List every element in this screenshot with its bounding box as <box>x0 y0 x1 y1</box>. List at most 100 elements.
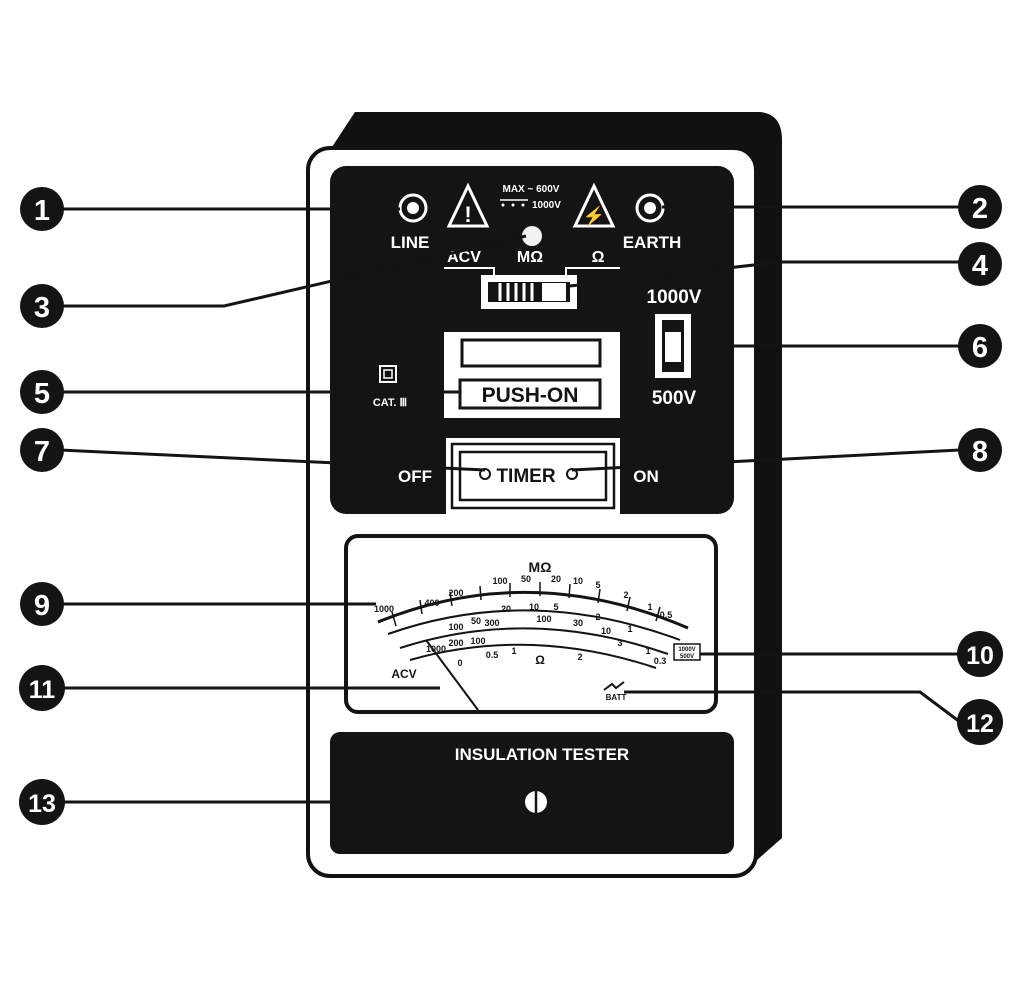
mohm-tick-label: 50 <box>521 574 531 584</box>
acv-tick-label: 1000 <box>426 644 446 654</box>
leader-lines <box>59 205 961 804</box>
battery-check-mark: BATT <box>603 681 627 702</box>
double-insulation-icon <box>379 365 397 383</box>
callout-4: 4 <box>958 242 1002 286</box>
mohm-tick-label: 2 <box>623 590 628 600</box>
svg-text:2: 2 <box>972 193 988 225</box>
mohm2-tick-label: 1 <box>627 624 632 634</box>
acv-tick-label: 0.5 <box>486 650 499 660</box>
mohm2-tick-label: 400 <box>424 598 439 608</box>
svg-text:6: 6 <box>972 332 988 364</box>
mohm2-tick-label: 10 <box>529 602 539 612</box>
callout-13: 13 <box>19 779 65 825</box>
ohm-tick-label: 100 <box>536 614 551 624</box>
callout-1: 1 <box>20 187 64 231</box>
mode-bracket <box>444 267 620 276</box>
mohm2-tick-label: 200 <box>448 588 463 598</box>
svg-text:1: 1 <box>34 195 50 227</box>
leader-line-4 <box>569 260 960 288</box>
svg-text:12: 12 <box>966 710 994 738</box>
callout-6: 6 <box>958 324 1002 368</box>
svg-text:8: 8 <box>972 436 988 468</box>
line-terminal[interactable] <box>398 193 428 223</box>
mohm2-tick-label: 20 <box>501 604 511 614</box>
meter-ticks <box>391 582 661 627</box>
acv-tick-label: 200 <box>448 638 463 648</box>
meter-window <box>344 534 718 714</box>
warning-left-icon: ! <box>446 182 490 228</box>
cat-label: CAT. Ⅲ <box>373 397 407 409</box>
ohm-tick-label: 1 <box>645 646 650 656</box>
ohm-tick-label: 10 <box>601 626 611 636</box>
svg-text:10: 10 <box>966 642 994 670</box>
mohm2-tick-label: 100 <box>448 622 463 632</box>
ohm-tick-label: 3 <box>617 638 622 648</box>
svg-text:3: 3 <box>34 292 50 324</box>
warning-right-icon: ⚡ <box>572 182 616 228</box>
dc-symbol-icon <box>500 199 528 207</box>
callout-8: 8 <box>958 428 1002 472</box>
indicator-led <box>522 226 542 246</box>
svg-text:500V: 500V <box>680 654 694 660</box>
mode-ohm-label: Ω <box>592 249 605 266</box>
mohm2-tick-label: 1000 <box>374 604 394 614</box>
mohm-tick-label: 5 <box>595 580 600 590</box>
mohm-tick-label: 0.5 <box>660 610 673 620</box>
max-dc-label: 1000V <box>532 200 561 211</box>
callout-3: 3 <box>20 284 64 328</box>
acv-tick-label: 0 <box>457 658 462 668</box>
function-slide-switch[interactable] <box>481 275 577 309</box>
range-high-label: 1000V <box>647 287 702 308</box>
meter-scale-labels: 100 50 20 10 5 2 1 0.5 1000 400 200 100 … <box>374 574 672 668</box>
meter-acv-label: ACV <box>391 667 416 681</box>
svg-text:11: 11 <box>29 676 56 704</box>
line-label: LINE <box>391 233 430 252</box>
mohm2-tick-label: 5 <box>553 602 558 612</box>
svg-text:⚡: ⚡ <box>583 205 605 227</box>
callout-9: 9 <box>20 582 64 626</box>
svg-text:13: 13 <box>28 790 56 818</box>
voltage-range-switch[interactable] <box>655 314 691 378</box>
max-ac-label: MAX ~ 600V <box>503 184 560 195</box>
meter-range-tag: 1000V 500V <box>673 643 701 661</box>
callout-5: 5 <box>20 370 64 414</box>
leader-line-12 <box>624 690 961 724</box>
leader-line-8 <box>571 448 961 472</box>
svg-text:9: 9 <box>34 590 50 622</box>
ohm-tick-label: 300 <box>484 618 499 628</box>
leader-line-7 <box>59 448 486 472</box>
timer-off-label: OFF <box>398 467 432 486</box>
mohm2-tick-label: 2 <box>595 612 600 622</box>
ohm-tick-label: 0.3 <box>654 656 667 666</box>
mohm-tick-label: 20 <box>551 574 561 584</box>
callout-7: 7 <box>20 428 64 472</box>
mohm-tick-label: 100 <box>492 576 507 586</box>
range-low-label: 500V <box>652 388 697 409</box>
footer-title: INSULATION TESTER <box>455 745 629 764</box>
svg-text:!: ! <box>464 202 471 227</box>
battery-label: BATT <box>606 693 627 702</box>
callout-12: 12 <box>957 699 1003 745</box>
meter-scale <box>377 590 689 669</box>
callout-10: 10 <box>957 631 1003 677</box>
timer-on-label: ON <box>633 467 659 486</box>
push-on-button[interactable]: PUSH-ON <box>458 378 602 410</box>
mohm-tick-label: 1 <box>647 602 652 612</box>
svg-text:4: 4 <box>972 250 988 282</box>
svg-text:5: 5 <box>34 378 50 410</box>
leader-line-3 <box>60 234 527 308</box>
acv-tick-label: 1 <box>511 646 516 656</box>
mode-mohm-label: MΩ <box>517 249 543 266</box>
timer-bevel <box>450 442 616 510</box>
earth-terminal[interactable] <box>635 193 665 223</box>
meter-needle <box>425 639 479 711</box>
push-on-window <box>460 338 602 368</box>
callout-2: 2 <box>958 185 1002 229</box>
zero-adjust-screw[interactable] <box>525 791 547 813</box>
svg-text:7: 7 <box>34 436 50 468</box>
svg-text:1000V: 1000V <box>678 647 695 653</box>
timer-button[interactable]: TIMER <box>479 466 578 487</box>
timer-housing <box>446 438 620 514</box>
meter-ohm-label: Ω <box>535 653 545 667</box>
